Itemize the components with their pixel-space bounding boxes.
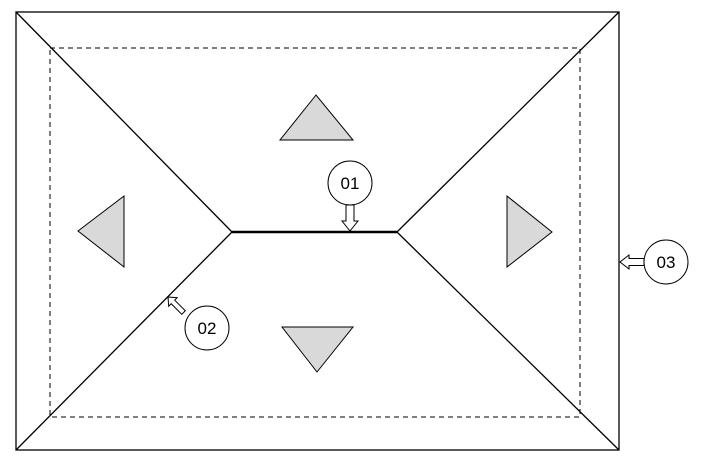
callout-02: 02 — [167, 296, 230, 351]
slope-arrow-left-icon — [77, 194, 125, 269]
slope-arrow-up-icon — [278, 94, 355, 141]
arrow-up-left-icon — [167, 296, 187, 316]
arrow-down-icon — [340, 204, 360, 232]
callout-label-01: 01 — [341, 174, 360, 193]
hip-line-top-left — [15, 11, 233, 233]
callout-label-03: 03 — [657, 253, 676, 272]
hip-line-top-right — [396, 11, 620, 233]
callout-01: 01 — [327, 160, 373, 232]
wall-outline-dashed — [49, 47, 581, 418]
slope-arrow-down-icon — [280, 326, 355, 373]
hip-line-bottom-right — [396, 231, 620, 451]
callout-03: 03 — [619, 239, 689, 285]
callout-label-02: 02 — [198, 319, 217, 338]
slope-arrow-right-icon — [506, 194, 553, 269]
callout-circle — [184, 305, 230, 351]
arrow-left-icon — [619, 253, 645, 271]
hip-line-bottom-left — [15, 231, 233, 451]
